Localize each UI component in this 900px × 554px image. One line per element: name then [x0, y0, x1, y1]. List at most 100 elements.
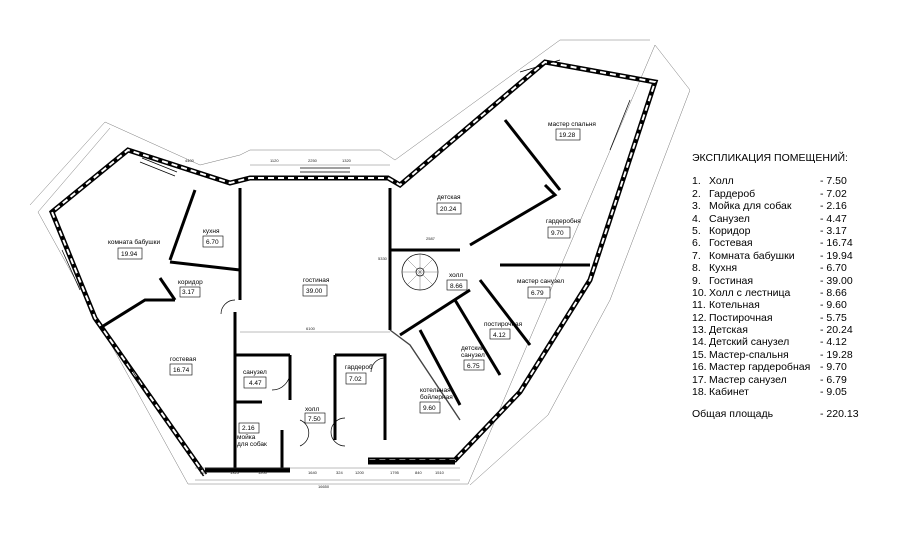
room-stair-hall: холл 8.66	[446, 272, 468, 291]
legend-name: Постирочная	[709, 311, 773, 324]
room-area: 3.17	[182, 289, 195, 296]
room-hall: холл 7.50	[304, 406, 326, 424]
legend-name: Комната бабушки	[709, 249, 795, 262]
room-kids-bath: детский санузел 6.75	[461, 344, 485, 371]
legend-name: Гостиная	[709, 274, 754, 287]
legend-name: Кухня	[709, 262, 738, 275]
legend-area: - 19.28	[820, 348, 853, 361]
dim-label: 2587	[426, 236, 436, 241]
dim-label: 16650	[318, 484, 330, 489]
room-name: холл	[305, 406, 319, 413]
room-area: 9.70	[551, 230, 564, 237]
legend-name: Мастер гардеробная	[709, 361, 811, 374]
legend-area: - 2.16	[820, 200, 847, 213]
interior-walls	[99, 119, 590, 470]
room-name: гардероб	[345, 363, 373, 371]
legend-num: 18.	[692, 386, 707, 399]
dim-label: 1640	[308, 470, 318, 475]
legend-item: 5. Коридор - 3.17	[692, 225, 897, 237]
legend-num: 12.	[692, 311, 707, 324]
room-name: холл	[449, 272, 463, 279]
windows	[61, 59, 631, 401]
dim-label: 1200	[258, 470, 268, 475]
legend-num: 1.	[692, 175, 701, 188]
legend-num: 8.	[692, 262, 701, 275]
legend-item: 4.Санузел- 4.47	[692, 213, 897, 225]
legend-item: 17.Мастер санузел - 6.79	[692, 374, 897, 386]
legend-num: 10.	[692, 286, 707, 299]
room-laundry: постирочная 4.12	[484, 321, 523, 340]
dim-label: 1120	[270, 158, 279, 163]
legend-num: 11.	[692, 299, 706, 312]
room-living: гостиная 39.00	[302, 277, 330, 297]
room-area: 19.28	[559, 132, 576, 139]
legend-area: - 39.00	[820, 274, 853, 287]
room-master-bath: мастер санузел 6.79	[517, 278, 564, 299]
room-area: 4.47	[249, 380, 262, 387]
legend-area: - 6.79	[820, 373, 847, 386]
legend-name: Гостевая	[709, 237, 753, 250]
legend-item: 6. Гостевая - 16.74	[692, 237, 897, 249]
dim-label: 560	[200, 470, 207, 475]
legend-area: - 5.75	[820, 311, 847, 324]
legend-item: 7.Комната бабушки- 19.94	[692, 250, 897, 262]
legend-area: - 7.02	[820, 187, 847, 200]
room-area: 6.75	[467, 363, 480, 370]
legend-num: 2.	[692, 187, 701, 200]
legend-name: Мастер-спальня	[709, 348, 789, 361]
legend-item: 12.Постирочная - 5.75	[692, 312, 897, 324]
dim-label: 4400	[185, 158, 195, 163]
legend-item: 3. Мойка для собак - 2.16	[692, 200, 897, 212]
legend-num: 17.	[692, 373, 707, 386]
dim-label: 1795	[390, 470, 400, 475]
legend-name: Кабинет	[709, 386, 749, 399]
room-name: мастер санузел	[517, 278, 564, 285]
dim-label: 1510	[435, 470, 445, 475]
room-name: мастер спальня	[548, 121, 596, 128]
dim-label: 840	[415, 470, 422, 475]
legend-num: 3.	[692, 200, 701, 213]
room-guest: гостевая 16.74	[169, 356, 197, 376]
legend-area: - 16.74	[820, 237, 853, 250]
doors	[220, 299, 386, 447]
legend-name: Котельная	[709, 299, 760, 312]
exterior-wall	[48, 59, 659, 477]
room-name: котельная	[420, 387, 451, 394]
legend-num: 7.	[692, 249, 701, 262]
room-area: 20.24	[440, 206, 457, 213]
legend-name: Детский санузел	[709, 336, 790, 349]
legend-num: 16.	[692, 361, 707, 374]
legend-name: Мастер санузел	[709, 373, 787, 386]
room-area: 19.94	[121, 251, 138, 258]
room-area: 6.79	[531, 290, 544, 297]
room-name: детская	[437, 194, 461, 201]
legend-area: - 7.50	[820, 175, 847, 188]
room-name: санузел	[461, 352, 485, 359]
legend-name: Мойка для собак	[709, 200, 792, 213]
legend-area: - 3.17	[820, 224, 847, 237]
room-name: для собак	[237, 440, 267, 448]
room-name: санузел	[243, 369, 267, 376]
room-master-wardrobe: гардеробня 9.70	[546, 217, 581, 239]
legend-area: - 4.12	[820, 336, 847, 349]
legend-name: Холл с лестница	[709, 286, 791, 299]
room-boiler: котельная бойлерная 9.60	[419, 387, 453, 414]
room-area: 7.50	[308, 416, 321, 423]
legend-num: 6.	[692, 237, 701, 250]
legend-item: 1. Холл - 7.50	[692, 175, 897, 187]
legend-name: Коридор	[709, 224, 751, 237]
dimension-lines	[195, 164, 460, 481]
dim-label: 1200	[355, 470, 365, 475]
legend-item: 2.Гардероб- 7.02	[692, 188, 897, 200]
legend-item: 13.Детская- 20.24	[692, 324, 897, 336]
legend-name: Холл	[709, 175, 734, 188]
legend-num: 5.	[692, 224, 701, 237]
room-bath: санузел 4.47	[243, 369, 267, 389]
legend-name: Детская	[709, 324, 748, 337]
legend-item: 14.Детский санузел- 4.12	[692, 336, 897, 348]
legend-item: 10.Холл с лестница- 8.66	[692, 287, 897, 299]
legend-title: ЭКСПЛИКАЦИЯ ПОМЕЩЕНИЙ:	[692, 152, 848, 164]
room-area: 6.70	[206, 239, 219, 246]
room-name: комната бабушки	[108, 238, 160, 246]
room-name: гостиная	[303, 277, 330, 284]
